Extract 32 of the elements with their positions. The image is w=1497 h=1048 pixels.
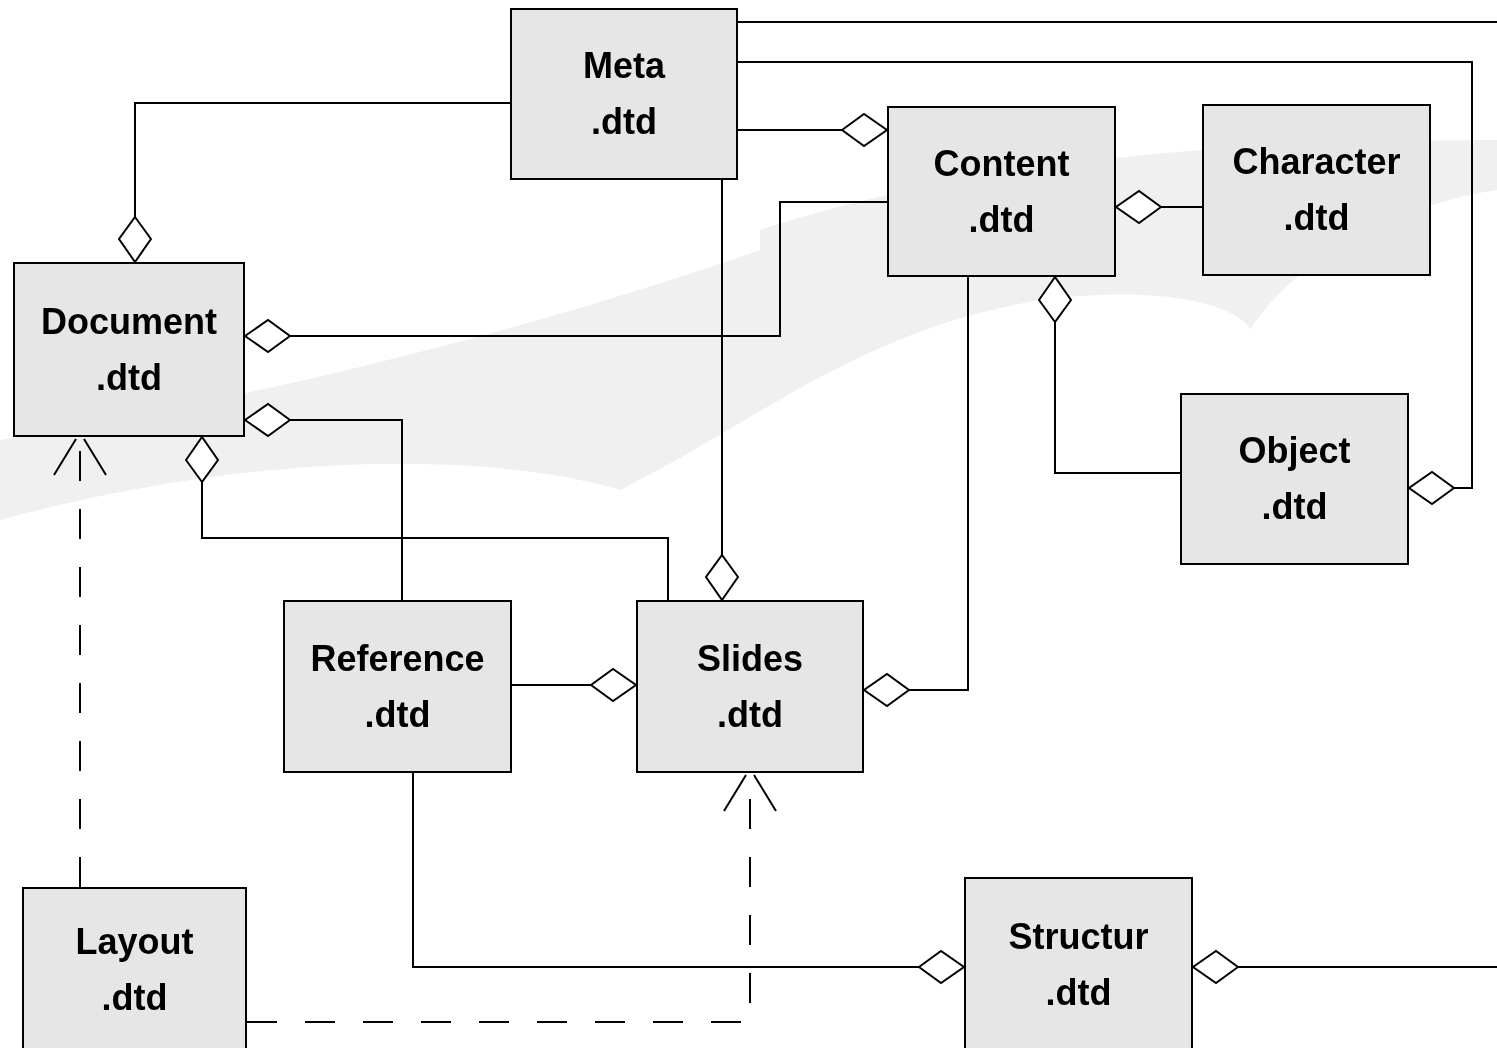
module-box	[1202, 104, 1431, 276]
module-box	[13, 262, 245, 437]
module-box	[22, 887, 247, 1048]
aggregation-line	[185, 436, 669, 601]
aggregation-line	[1115, 190, 1203, 224]
aggregation-line	[737, 113, 888, 147]
module-box	[636, 600, 864, 773]
aggregation-line	[118, 102, 511, 263]
module-label: Character .dtd	[1231, 140, 1402, 240]
module-label: Content .dtd	[932, 141, 1071, 242]
aggregation-line	[412, 772, 965, 984]
module-box	[283, 600, 512, 773]
module-label: Object .dtd	[1237, 429, 1352, 529]
aggregation-line	[1192, 950, 1497, 984]
connector-line	[737, 21, 1497, 23]
module-label: Reference .dtd	[309, 636, 486, 737]
aggregation-line	[1038, 276, 1181, 474]
aggregation-line	[705, 179, 739, 601]
aggregation-line	[863, 276, 969, 707]
aggregation-line	[511, 668, 637, 702]
aggregation-line	[737, 61, 1473, 505]
module-label: Meta .dtd	[582, 44, 667, 144]
aggregation-line	[244, 201, 888, 353]
module-box	[510, 8, 738, 180]
aggregation-line	[244, 403, 403, 601]
module-box	[964, 877, 1193, 1048]
module-box	[1180, 393, 1409, 565]
module-box	[887, 106, 1116, 277]
module-label: Layout .dtd	[74, 919, 195, 1020]
module-label: Structur .dtd	[1007, 914, 1150, 1015]
module-label: Document .dtd	[40, 299, 218, 400]
module-label: Slides .dtd	[695, 636, 805, 737]
